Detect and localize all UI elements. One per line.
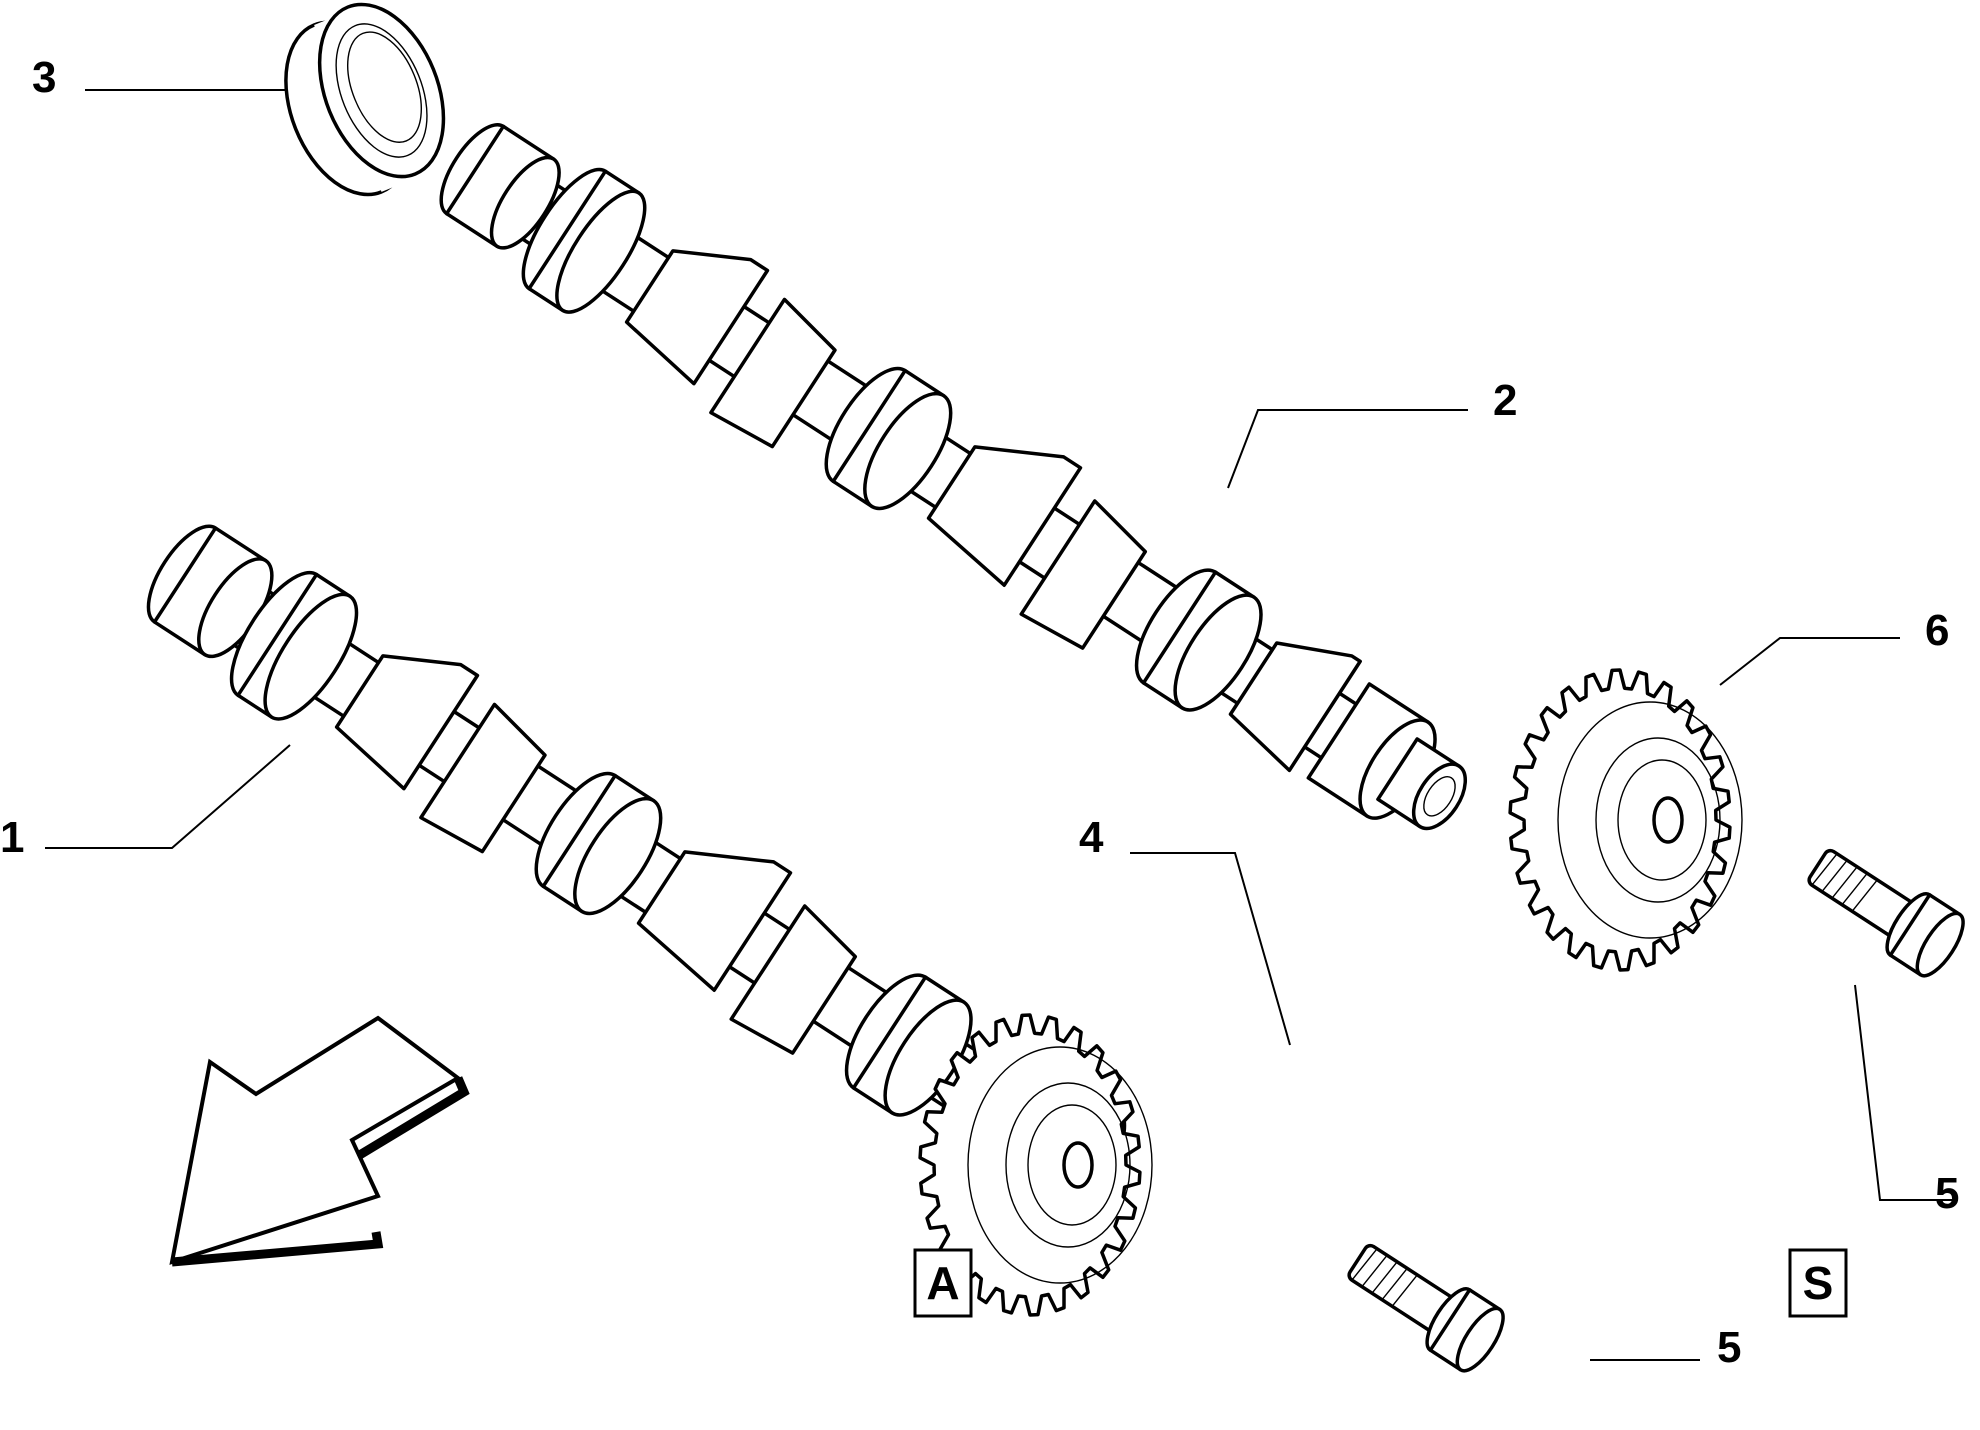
callout-5-lower: 5 xyxy=(1717,1323,1741,1372)
gear-bolt-upper xyxy=(1807,848,1965,978)
seal-ring xyxy=(284,2,446,197)
leader-lines xyxy=(45,89,1958,1361)
callout-2: 2 xyxy=(1493,376,1517,425)
exhaust-camshaft xyxy=(439,123,1468,831)
front-direction-arrow-icon xyxy=(169,1015,470,1267)
gear-bolt-lower xyxy=(1347,1243,1505,1373)
camshaft-gear-6 xyxy=(1508,668,1743,972)
callout-5-upper: 5 xyxy=(1935,1169,1959,1218)
camshaft-gear-4 xyxy=(918,1013,1153,1317)
variant-box-s: S xyxy=(1788,1248,1848,1318)
variant-label-a: A xyxy=(926,1257,959,1309)
callout-1: 1 xyxy=(0,813,24,862)
callout-3: 3 xyxy=(32,53,56,102)
callout-labels: 3 2 1 4 6 5 5 xyxy=(0,53,1959,1372)
callout-4: 4 xyxy=(1079,813,1104,862)
variant-box-a: A xyxy=(913,1248,973,1318)
variant-label-s: S xyxy=(1803,1257,1834,1309)
intake-camshaft xyxy=(146,524,1127,1215)
callout-6: 6 xyxy=(1925,606,1949,655)
